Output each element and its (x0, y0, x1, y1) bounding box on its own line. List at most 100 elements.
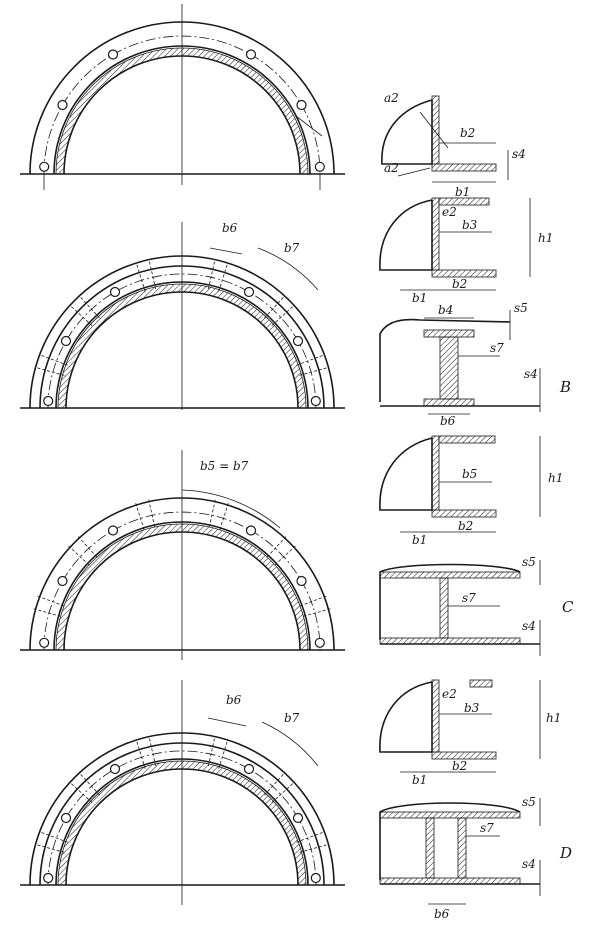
flange-plate (431, 269, 497, 278)
label-s4: s4 (512, 147, 526, 161)
shell-outline (381, 99, 433, 165)
top-plate (438, 197, 490, 206)
bolt-hole (57, 575, 68, 587)
bolt-hole (314, 161, 325, 172)
outer-arc (29, 21, 335, 175)
bolt-hole (43, 872, 54, 884)
label-s4: s4 (522, 857, 536, 871)
rib-mark (135, 502, 145, 530)
label-b2: b2 (452, 759, 467, 773)
top-flange (423, 329, 475, 338)
bolt-hole (314, 637, 325, 648)
label-s5: s5 (514, 301, 528, 315)
web-plate (431, 197, 440, 271)
shell-outline (379, 437, 433, 511)
bolt-hole (57, 99, 68, 111)
bolt-hole (310, 395, 321, 407)
web (439, 336, 459, 400)
dim-b6-line (209, 247, 243, 255)
outer-arc (29, 732, 335, 886)
rib-mark (274, 545, 296, 566)
ring-view-1 (20, 4, 345, 190)
rib-mark (299, 595, 327, 607)
web-plate (431, 95, 440, 165)
label-b5: b5 (462, 467, 477, 481)
bolt-hole (43, 395, 54, 407)
label-b2: b2 (458, 519, 473, 533)
rib-mark (148, 499, 156, 528)
rib-mark (68, 545, 90, 566)
label-b2: b2 (460, 126, 475, 140)
dim-b5b7-arc (181, 489, 281, 529)
bolt-circle (47, 750, 317, 886)
dim-b6-line (207, 717, 247, 727)
label-b7: b7 (284, 711, 300, 725)
label-s4: s4 (524, 367, 538, 381)
label-h1: h1 (546, 711, 561, 725)
label-a2-top: a2 (384, 91, 399, 105)
label-b4: b4 (438, 303, 453, 317)
bolt-hole (109, 763, 121, 775)
label-b3: b3 (464, 701, 480, 715)
shell-outline (379, 563, 521, 640)
bolt-hole (292, 812, 304, 824)
section-angle-joint: a2 b2 s4 a2 b1 (381, 91, 526, 199)
bottom-flange (423, 398, 475, 407)
rib-mark (37, 595, 65, 607)
label-b6: b6 (434, 907, 450, 921)
label-s5: s5 (522, 555, 536, 569)
section-b-i: b4 s5 s7 s4 b6 B (379, 301, 571, 428)
flange-plate (431, 163, 497, 172)
section-d-i: s5 s7 s4 b6 D (379, 795, 572, 921)
label-b5-b7: b5 = b7 (200, 459, 249, 473)
outer-arc-2 (39, 265, 325, 409)
outer-arc (29, 497, 335, 651)
flange-plate (431, 509, 497, 518)
dim-b7-arc (257, 247, 319, 291)
label-b1: b1 (412, 291, 427, 305)
bolt-hole (109, 286, 121, 298)
outer-arc (29, 255, 335, 409)
bolt-hole (296, 99, 307, 111)
bolt-circle (43, 35, 321, 175)
section-d-l: e2 b3 h1 b1 b2 (379, 679, 561, 787)
bolt-circle (43, 511, 321, 651)
rib-mark (219, 502, 229, 530)
rib-mark (77, 536, 98, 558)
label-b2: b2 (452, 277, 467, 291)
bore-arc (65, 291, 299, 409)
rib-mark (33, 608, 61, 617)
inner-arc (53, 521, 311, 651)
web-left (425, 817, 435, 879)
label-b3: b3 (462, 218, 478, 232)
label-b1: b1 (455, 185, 470, 199)
top-flange (379, 571, 521, 579)
bottom-flange (379, 637, 521, 645)
bolt-hole (245, 525, 257, 536)
bolt-hole (292, 335, 304, 347)
web (439, 577, 449, 639)
rib-mark (208, 499, 216, 528)
label-b1: b1 (412, 773, 427, 787)
bore-arc (63, 55, 301, 175)
bolt-hole (60, 335, 72, 347)
section-c-l: b5 h1 b1 b2 (379, 435, 563, 547)
top-flange (379, 811, 521, 819)
bolt-hole (39, 161, 50, 172)
shell-outline (379, 199, 433, 271)
flange-plate (431, 751, 497, 760)
label-s4: s4 (522, 619, 536, 633)
shell-outline (379, 318, 511, 402)
label-s7: s7 (480, 821, 494, 835)
bolt-hole (107, 525, 119, 536)
label-s7: s7 (490, 341, 504, 355)
label-b6: b6 (222, 221, 238, 235)
bore-arc (63, 531, 301, 651)
bolt-hole (310, 872, 321, 884)
view-mark-b: B (559, 378, 571, 396)
bolt-hole (39, 637, 50, 648)
ring-view-3: b5 = b7 (20, 450, 345, 660)
label-e2: e2 (442, 205, 457, 219)
rib-mark (266, 536, 287, 558)
